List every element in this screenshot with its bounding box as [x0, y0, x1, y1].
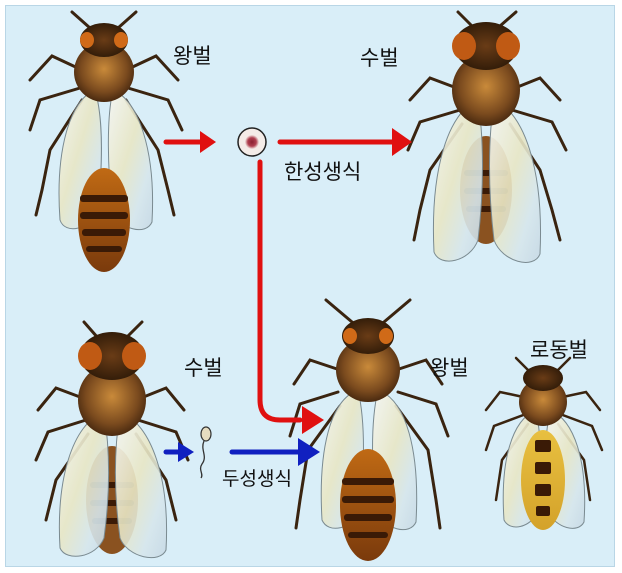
- label-worker: 로동벌: [530, 334, 588, 364]
- label-queen-top: 왕벌: [173, 40, 212, 70]
- drone-bee-bottom: [36, 322, 188, 558]
- label-parthenogenesis: 한성생식: [284, 156, 361, 186]
- label-drone-bottom: 수벌: [184, 352, 223, 382]
- sperm-icon: [201, 427, 211, 478]
- drone-bee-top: [408, 12, 566, 262]
- label-queen-bottom: 왕벌: [430, 352, 469, 382]
- worker-bee: [486, 358, 602, 530]
- label-sexual-reproduction: 두성생식: [222, 464, 292, 491]
- egg-icon: [238, 128, 266, 156]
- queen-bee-top: [30, 12, 182, 272]
- queen-bee-bottom: [290, 300, 448, 561]
- label-drone-top: 수벌: [360, 42, 399, 72]
